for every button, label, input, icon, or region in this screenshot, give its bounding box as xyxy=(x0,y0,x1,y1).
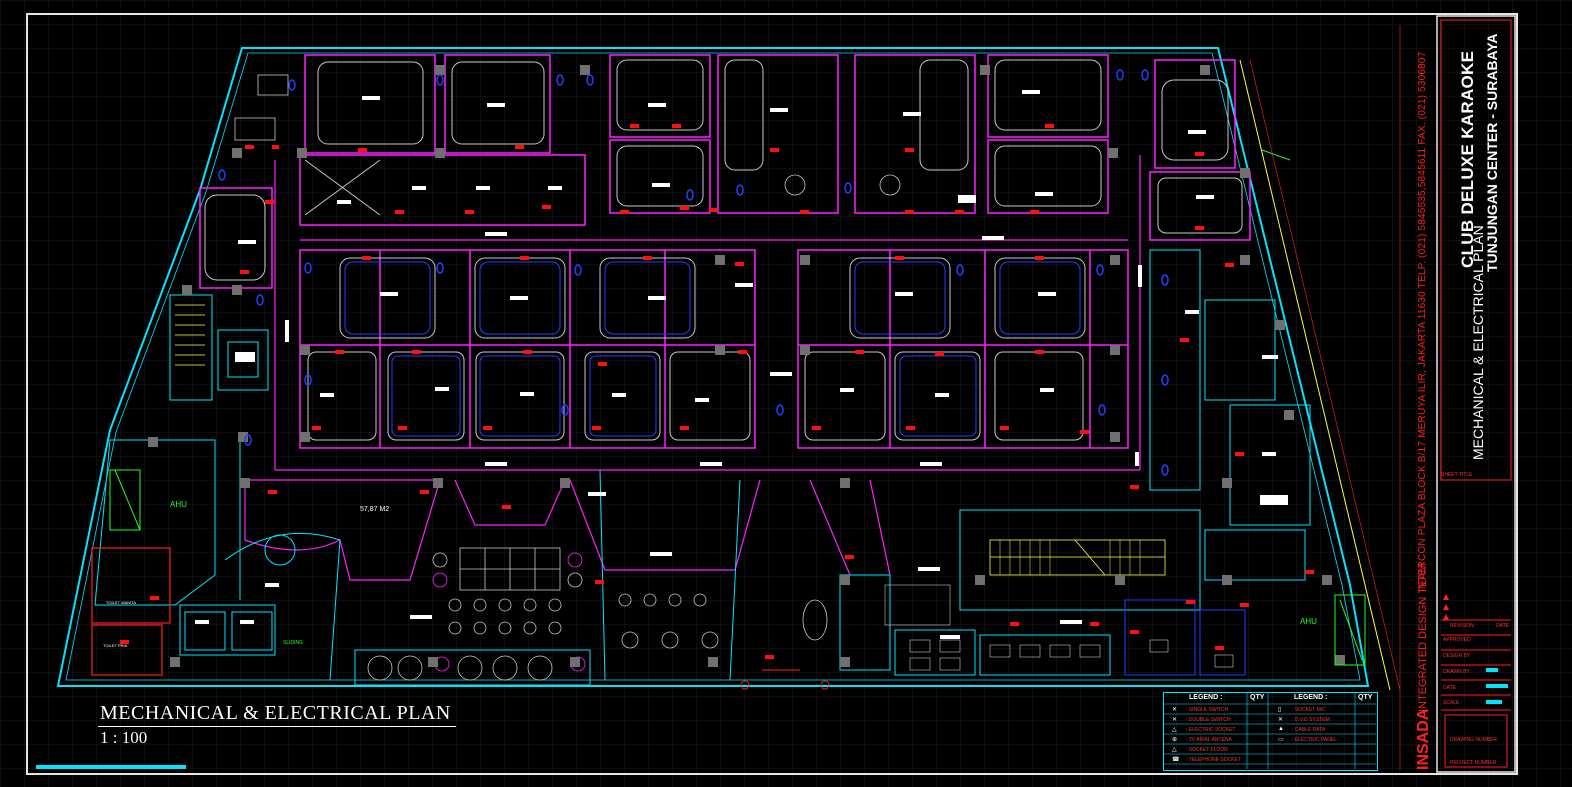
legend-item: : DOUBLE SWITCH xyxy=(1186,717,1231,723)
legend-header-left: LEGEND : xyxy=(1189,694,1223,701)
legend-item: : ELECTRIC SOCKET xyxy=(1186,727,1236,733)
drawing-scale: 1 : 100 xyxy=(100,728,148,747)
legend-item: : SOCKET MIC xyxy=(1292,707,1326,713)
project-location: TUNJUNGAN CENTER - SURABAYA xyxy=(1484,33,1500,272)
firm-address: INTERCON PLAZA BLOCK B/17 MERUYA ILIR, J… xyxy=(1417,51,1428,592)
single-switch-icon: ✕ xyxy=(1172,707,1178,713)
firm-name: INSADA xyxy=(1415,708,1432,770)
drawing-title: MECHANICAL & ELECTRICAL PLAN xyxy=(100,702,451,724)
toilet-wanita-label: TOILET WANITA xyxy=(106,600,137,605)
drawing-number-label: DRAWING NUMBER xyxy=(1450,737,1498,743)
cable-data-icon: ▲ xyxy=(1278,726,1284,732)
dvd-system-icon: ✕ xyxy=(1278,717,1284,723)
ahu-right-label: AHU xyxy=(1300,617,1317,626)
date-field-label: DATE : xyxy=(1443,685,1459,691)
electric-panel-icon: ▭ xyxy=(1278,737,1284,743)
double-switch-icon: ✕ xyxy=(1172,717,1178,723)
sheet-title-label: SHEET TITLE xyxy=(1441,472,1473,478)
sliding-label: SLIDING xyxy=(283,640,304,646)
top-rooms xyxy=(199,54,1251,289)
electrical-tags xyxy=(120,124,1314,659)
building-outline xyxy=(56,47,1370,687)
approved-label: APPROVED : xyxy=(1443,637,1474,643)
scale-bar xyxy=(36,765,186,769)
sheet-name: MECHANICAL & ELECTRICAL PLAN xyxy=(1470,225,1486,460)
revision-label: REVISION xyxy=(1450,623,1474,629)
title-underline xyxy=(98,726,456,727)
legend-item: : CABLE DATA xyxy=(1292,727,1326,733)
project-number-label: PROJECT NUMBER xyxy=(1450,760,1497,766)
legend-item: : SOCKET FLOOR xyxy=(1186,747,1228,753)
design-by-label: DESIGN BY : xyxy=(1443,653,1473,659)
toilet-pria-label: TOILET PRIA xyxy=(103,643,128,648)
electric-socket-icon: △ xyxy=(1172,727,1177,733)
legend-item: : D.V.D SYSTEM xyxy=(1292,717,1330,723)
telephone-socket-icon: ☎ xyxy=(1172,757,1180,763)
ahu-left-label: AHU xyxy=(170,500,187,509)
title-block-frame xyxy=(1436,15,1516,773)
lounge-tables xyxy=(367,547,828,681)
legend-qty-left: QTY xyxy=(1250,694,1265,701)
legend-grid xyxy=(1163,692,1376,769)
floor-socket-icon: △ xyxy=(1172,747,1177,753)
legend-header-right: LEGEND : xyxy=(1294,694,1328,701)
area-label: 57,87 M2 xyxy=(360,506,390,513)
legend-item: : TELEPHONE SOCKET xyxy=(1186,757,1241,763)
legend-table: LEGEND : QTY LEGEND : QTY : SINGLE SWITC… xyxy=(1163,692,1378,771)
fixtures xyxy=(218,69,1169,476)
legend-qty-right: QTY xyxy=(1358,694,1373,701)
room-labels xyxy=(195,90,1288,639)
socket-mic-icon: ▯ xyxy=(1278,707,1282,713)
columns xyxy=(148,65,1345,667)
date-label: DATE xyxy=(1496,623,1509,629)
escalator xyxy=(989,539,1166,576)
drawn-by-label: DRAWN BY : xyxy=(1443,669,1473,675)
legend-item: : SINGLE SWITCH xyxy=(1186,707,1229,713)
tv-antenna-icon: ⊕ xyxy=(1172,737,1178,743)
legend-item: : ELECTRIC PANEL xyxy=(1292,737,1337,743)
legend-item: : TV ARIAL ANTENA xyxy=(1186,737,1232,743)
scale-field-label: SCALE : xyxy=(1443,700,1463,706)
sheet-frame xyxy=(26,13,1518,775)
